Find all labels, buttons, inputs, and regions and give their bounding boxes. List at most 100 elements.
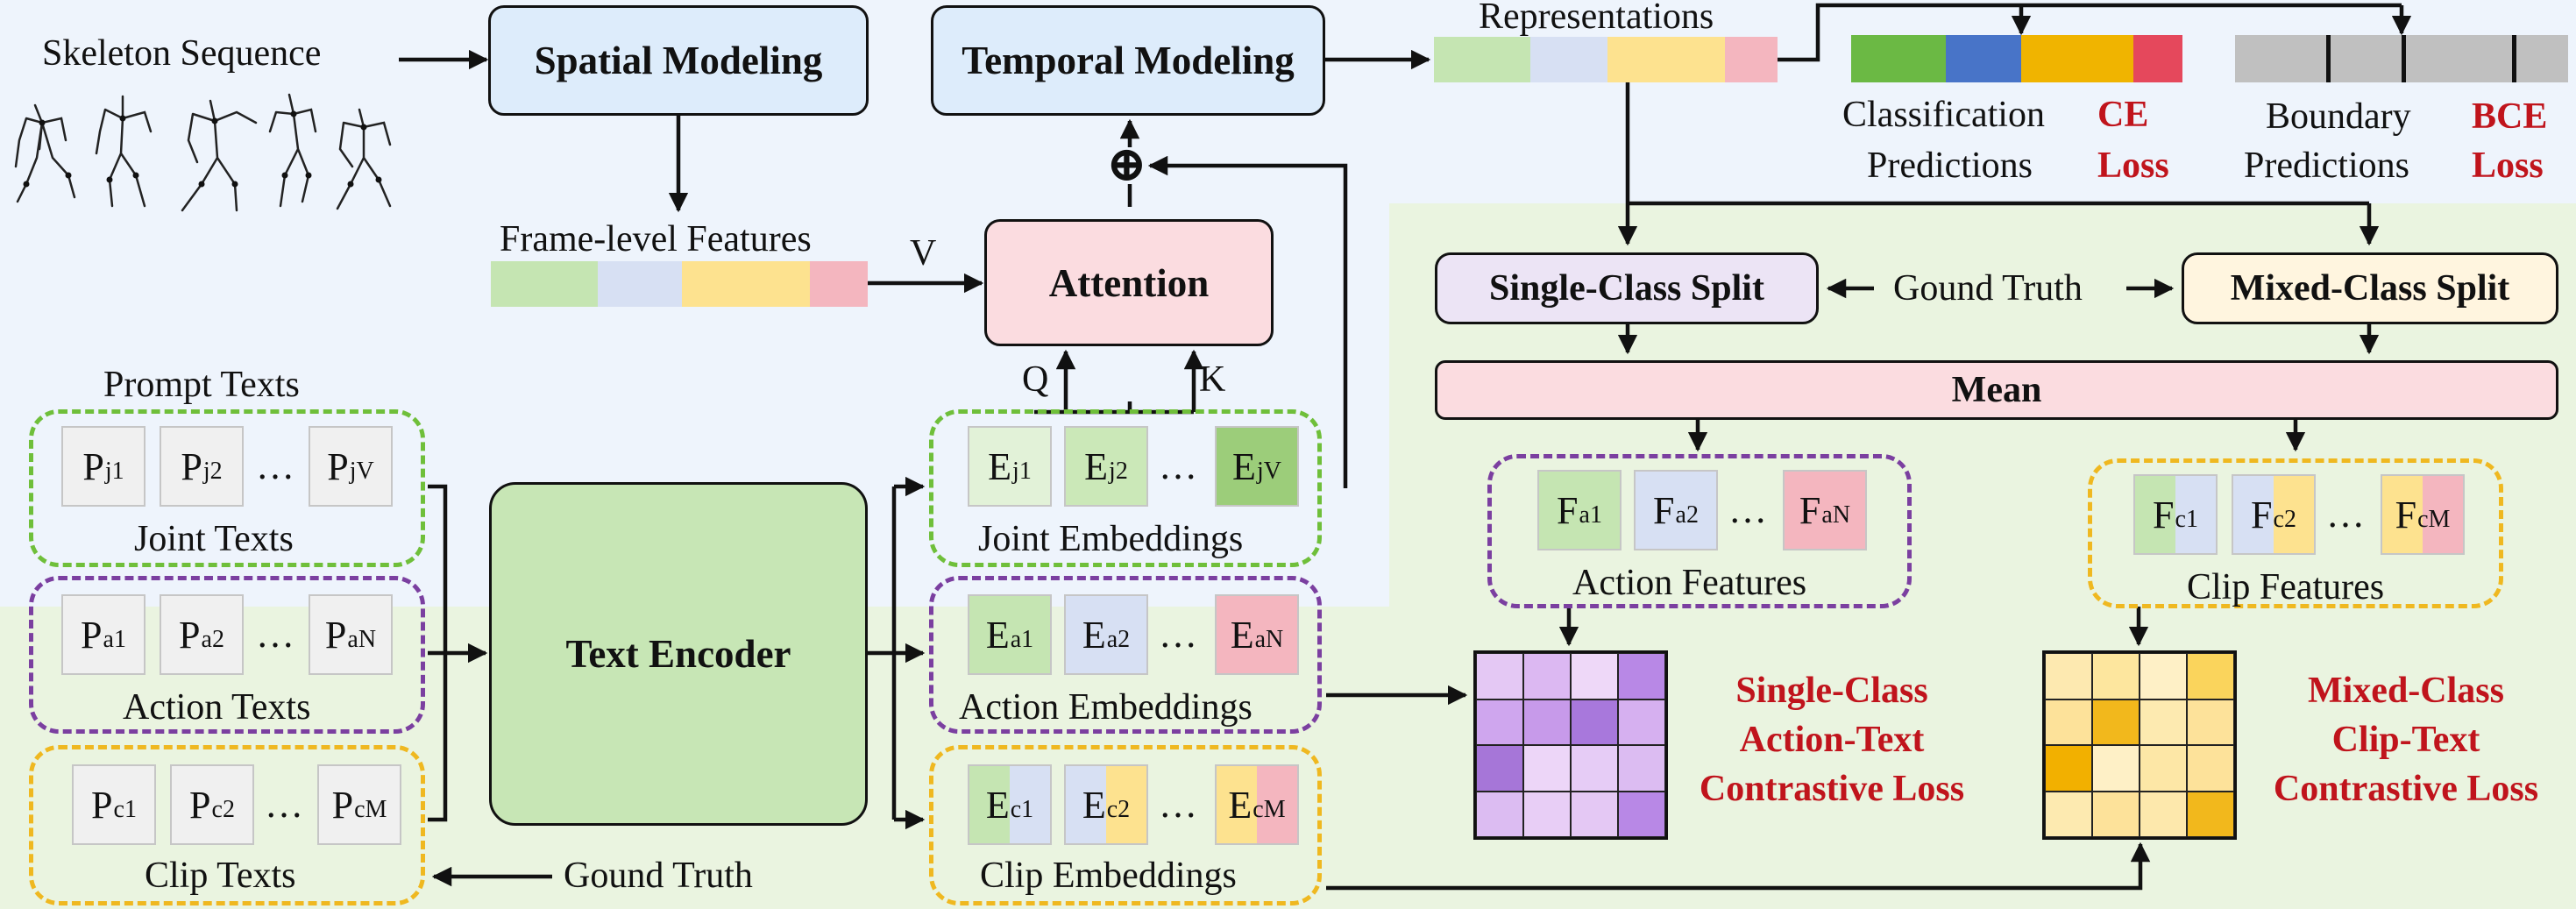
text-encoder-box: Text Encoder: [489, 482, 868, 826]
bce-loss-line1: BCE: [2472, 96, 2548, 137]
matrix-cell: [2187, 699, 2234, 745]
ellipsis-ej: …: [1159, 444, 1197, 487]
mixed-class-split-label: Mixed-Class Split: [2230, 268, 2510, 309]
matrix-cell: [2092, 791, 2140, 837]
representation-segment-blue: [1530, 37, 1607, 82]
joint-embeddings-group: [929, 409, 1322, 567]
joint-texts-group: [29, 409, 425, 567]
clip-texts-group: [29, 745, 425, 905]
skeleton-figure-2: [95, 95, 153, 208]
matrix-cell: [1571, 653, 1618, 700]
matrix-cell: [1523, 791, 1571, 837]
attention-box: Attention: [984, 219, 1274, 346]
matrix-cell: [1618, 653, 1665, 700]
action-features-label: Action Features: [1572, 563, 1807, 603]
skeleton-figure-4: [268, 93, 317, 208]
matrix-cell: [2187, 745, 2234, 792]
action-texts-group: [29, 576, 425, 734]
frame-features-bar: [491, 261, 868, 307]
matrix-cell: [1571, 699, 1618, 745]
matrix-cell: [2187, 653, 2234, 700]
class-pred-green: [1851, 35, 1946, 82]
attention-label: Attention: [1048, 260, 1210, 305]
representations-label: Representations: [1479, 0, 1714, 37]
temporal-modeling-box: Temporal Modeling: [931, 5, 1325, 116]
matrix-cell: [2045, 699, 2092, 745]
matrix-cell: [2140, 653, 2187, 700]
matrix-cell: [1571, 745, 1618, 792]
mixed-class-split-box: Mixed-Class Split: [2182, 252, 2558, 324]
classification-predictions-bar: [1851, 35, 2182, 82]
ellipsis-pa: …: [256, 613, 295, 656]
matrix-cell: [2140, 791, 2187, 837]
boundary-mark-1: [2326, 35, 2331, 82]
matrix-cell: [2045, 791, 2092, 837]
bce-loss-line2: Loss: [2472, 146, 2544, 186]
ce-loss-line2: Loss: [2097, 146, 2169, 186]
skeleton-figure-3: [181, 99, 258, 212]
single-class-split-box: Single-Class Split: [1435, 252, 1819, 324]
class-pred-blue: [1946, 35, 2021, 82]
v-label: V: [910, 233, 937, 273]
joint-texts-label: Joint Texts: [134, 519, 294, 559]
matrix-cell: [2092, 699, 2140, 745]
mean-box: Mean: [1435, 360, 2558, 420]
mixed-class-similarity-matrix: [2042, 650, 2237, 840]
single-class-split-label: Single-Class Split: [1489, 268, 1764, 309]
ellipsis-ec: …: [1159, 783, 1197, 826]
ellipsis-pc: …: [265, 783, 303, 826]
matrix-cell: [2140, 745, 2187, 792]
matrix-cell: [1618, 791, 1665, 837]
matrix-cell: [1523, 653, 1571, 700]
k-label: K: [1199, 359, 1226, 400]
representation-segment-green: [1434, 37, 1530, 82]
clip-features-group: [2088, 458, 2503, 608]
skeleton-figure-1: [14, 103, 76, 203]
ground-truth-top-label: Gound Truth: [1893, 268, 2083, 309]
plus-symbol: ⊕: [1106, 138, 1147, 192]
action-features-group: [1487, 454, 1912, 608]
temporal-modeling-label: Temporal Modeling: [962, 39, 1295, 82]
class-pred-red: [2133, 35, 2182, 82]
spatial-modeling-label: Spatial Modeling: [534, 39, 823, 82]
matrix-cell: [1523, 699, 1571, 745]
ellipsis-fa: …: [1728, 488, 1767, 531]
ground-truth-bottom-label: Gound Truth: [564, 856, 753, 896]
skeleton-sequence-label: Skeleton Sequence: [42, 33, 322, 74]
boundary-mark-3: [2512, 35, 2516, 82]
matrix-cell: [1618, 745, 1665, 792]
classification-label-line2: Predictions: [1867, 146, 2033, 186]
frame-segment-yellow: [682, 261, 810, 307]
ellipsis-ea: …: [1159, 613, 1197, 656]
mixed-loss-line2: Clip-Text: [2331, 720, 2480, 760]
matrix-cell: [1476, 791, 1523, 837]
ellipsis-pj: …: [256, 444, 295, 487]
q-label: Q: [1022, 359, 1049, 400]
boundary-label-line2: Predictions: [2244, 146, 2409, 186]
mixed-loss-line1: Mixed-Class: [2308, 671, 2504, 711]
mixed-class-loss-label: Mixed-Class Clip-Text Contrastive Loss: [2239, 666, 2572, 813]
clip-texts-label: Clip Texts: [145, 856, 296, 896]
classification-label-line1: Classification: [1842, 95, 2045, 135]
clip-embeddings-group: [929, 745, 1322, 905]
clip-features-label: Clip Features: [2187, 567, 2385, 607]
mixed-loss-line3: Contrastive Loss: [2273, 769, 2539, 809]
